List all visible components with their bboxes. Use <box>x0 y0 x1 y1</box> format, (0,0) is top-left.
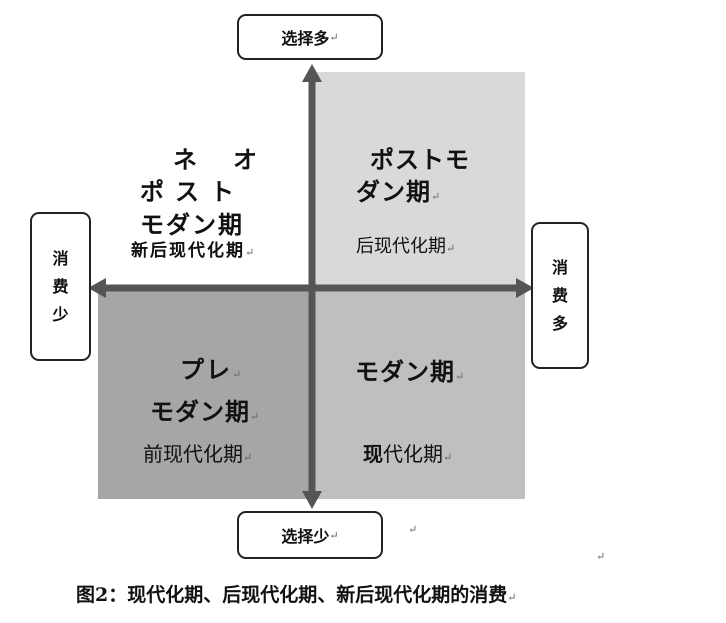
br-jp-line-1: モダン期↵ <box>355 352 465 387</box>
figure-caption-text: 图2：现代化期、后现代化期、新后现代化期的消费 <box>76 584 508 606</box>
bl-jp-line-2-text: モダン期 <box>150 398 250 426</box>
label-bottom-text: 选择少 <box>281 527 330 546</box>
figure-caption: 图2：现代化期、后现代化期、新后现代化期的消费↵ <box>76 580 516 607</box>
paragraph-mark: ↵ <box>243 451 253 464</box>
bl-jp-line-1-text: プレ <box>180 356 232 384</box>
quadrant-bottom-left-fill <box>98 288 312 499</box>
paragraph-mark: ↵ <box>507 591 517 604</box>
label-box-left: 消 费 少 <box>30 212 91 361</box>
arrow-down-head <box>302 491 322 509</box>
br-cn-rest: 代化期 <box>383 442 443 466</box>
paragraph-mark: ↵ <box>455 370 466 383</box>
quadrant-top-right-fill <box>312 72 525 288</box>
paragraph-mark: ↵ <box>245 246 257 259</box>
paragraph-mark: ↵ <box>443 451 453 464</box>
arrow-up-head <box>302 64 322 82</box>
label-box-right: 消 费 多 <box>531 222 589 369</box>
quadrant-bottom-right-fill <box>312 288 525 499</box>
tl-jp-line-2: ポスト <box>140 178 245 206</box>
arrow-left-head <box>88 278 106 298</box>
label-box-top: 选择多↵ <box>237 14 383 60</box>
br-cn-bold: 现 <box>363 442 383 466</box>
paragraph-mark: ↵ <box>329 30 339 44</box>
label-top-text: 选择多 <box>281 29 330 48</box>
tr-jp-line-1: ポストモ <box>370 146 470 174</box>
paragraph-mark: ↵ <box>250 410 261 423</box>
tr-jp-line-2: ダン期↵ <box>356 172 441 207</box>
bl-jp-line-2: モダン期↵ <box>150 392 260 427</box>
tl-cn-label: 新后现代化期↵ <box>131 236 256 261</box>
bl-jp-line-1: プレ↵ <box>180 350 243 385</box>
paragraph-mark: ↵ <box>232 368 244 381</box>
br-cn-label: 现代化期↵ <box>363 438 452 467</box>
stray-paragraph-mark-2: ↵ <box>596 550 606 563</box>
tr-cn-label: 后现代化期↵ <box>356 232 455 258</box>
stray-paragraph-mark-1: ↵ <box>408 523 418 536</box>
bl-cn-text: 前现代化期 <box>143 442 243 466</box>
paragraph-mark: ↵ <box>431 190 442 203</box>
arrow-right-head <box>516 278 534 298</box>
paragraph-mark: ↵ <box>329 528 339 542</box>
tl-cn-text: 新后现代化期 <box>131 241 245 261</box>
bl-cn-label: 前现代化期↵ <box>143 438 252 467</box>
label-left-text: 消 费 少 <box>52 248 69 324</box>
tr-jp-line-2-text: ダン期 <box>356 178 431 206</box>
label-right-text: 消 费 多 <box>551 257 568 333</box>
br-jp-line-1-text: モダン期 <box>355 358 455 386</box>
label-box-bottom: 选择少↵ <box>237 511 383 559</box>
tr-cn-text: 后现代化期 <box>356 236 446 257</box>
paragraph-mark: ↵ <box>446 242 456 255</box>
tl-jp-line-1: ネ オ <box>173 146 263 174</box>
tl-jp-line-3: モダン期 <box>140 211 244 239</box>
